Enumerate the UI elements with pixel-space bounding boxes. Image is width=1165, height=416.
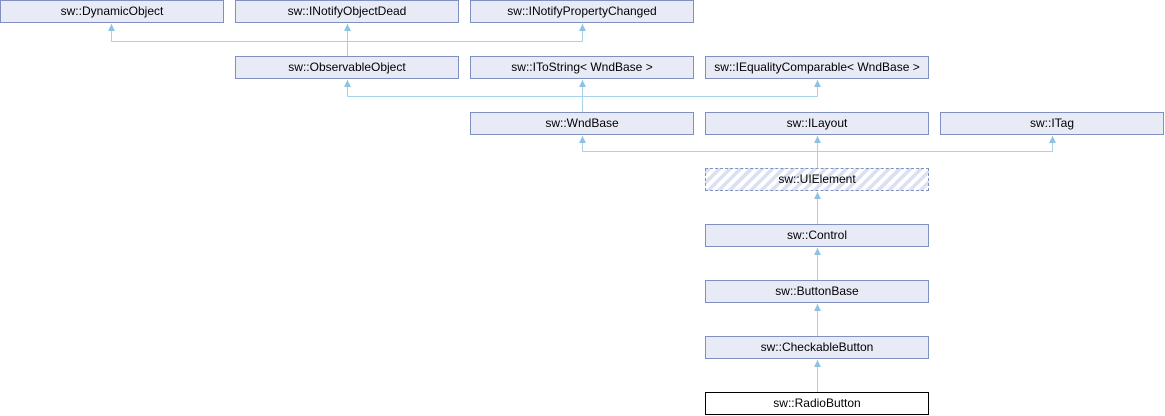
class-node-sw-iequalitycomparable[interactable]: sw::IEqualityComparable< WndBase > xyxy=(705,56,929,79)
class-node-sw-uielement[interactable]: sw::UIElement xyxy=(705,168,929,191)
arrowheads xyxy=(108,24,1056,367)
class-node-sw-observableobject[interactable]: sw::ObservableObject xyxy=(235,56,459,79)
class-node-sw-ilayout[interactable]: sw::ILayout xyxy=(705,112,929,135)
class-node-sw-inotifypropertychanged[interactable]: sw::INotifyPropertyChanged xyxy=(470,0,694,23)
class-node-sw-buttonbase[interactable]: sw::ButtonBase xyxy=(705,280,929,303)
class-node-sw-checkablebutton[interactable]: sw::CheckableButton xyxy=(705,336,929,359)
class-node-sw-itostring[interactable]: sw::IToString< WndBase > xyxy=(470,56,694,79)
class-node-sw-radiobutton-current: sw::RadioButton xyxy=(705,392,929,415)
class-node-sw-dynamicobject[interactable]: sw::DynamicObject xyxy=(0,0,224,23)
class-node-sw-itag[interactable]: sw::ITag xyxy=(940,112,1164,135)
class-node-sw-control[interactable]: sw::Control xyxy=(705,224,929,247)
class-node-sw-wndbase[interactable]: sw::WndBase xyxy=(470,112,694,135)
class-node-sw-inotifyobjectdead[interactable]: sw::INotifyObjectDead xyxy=(235,0,459,23)
